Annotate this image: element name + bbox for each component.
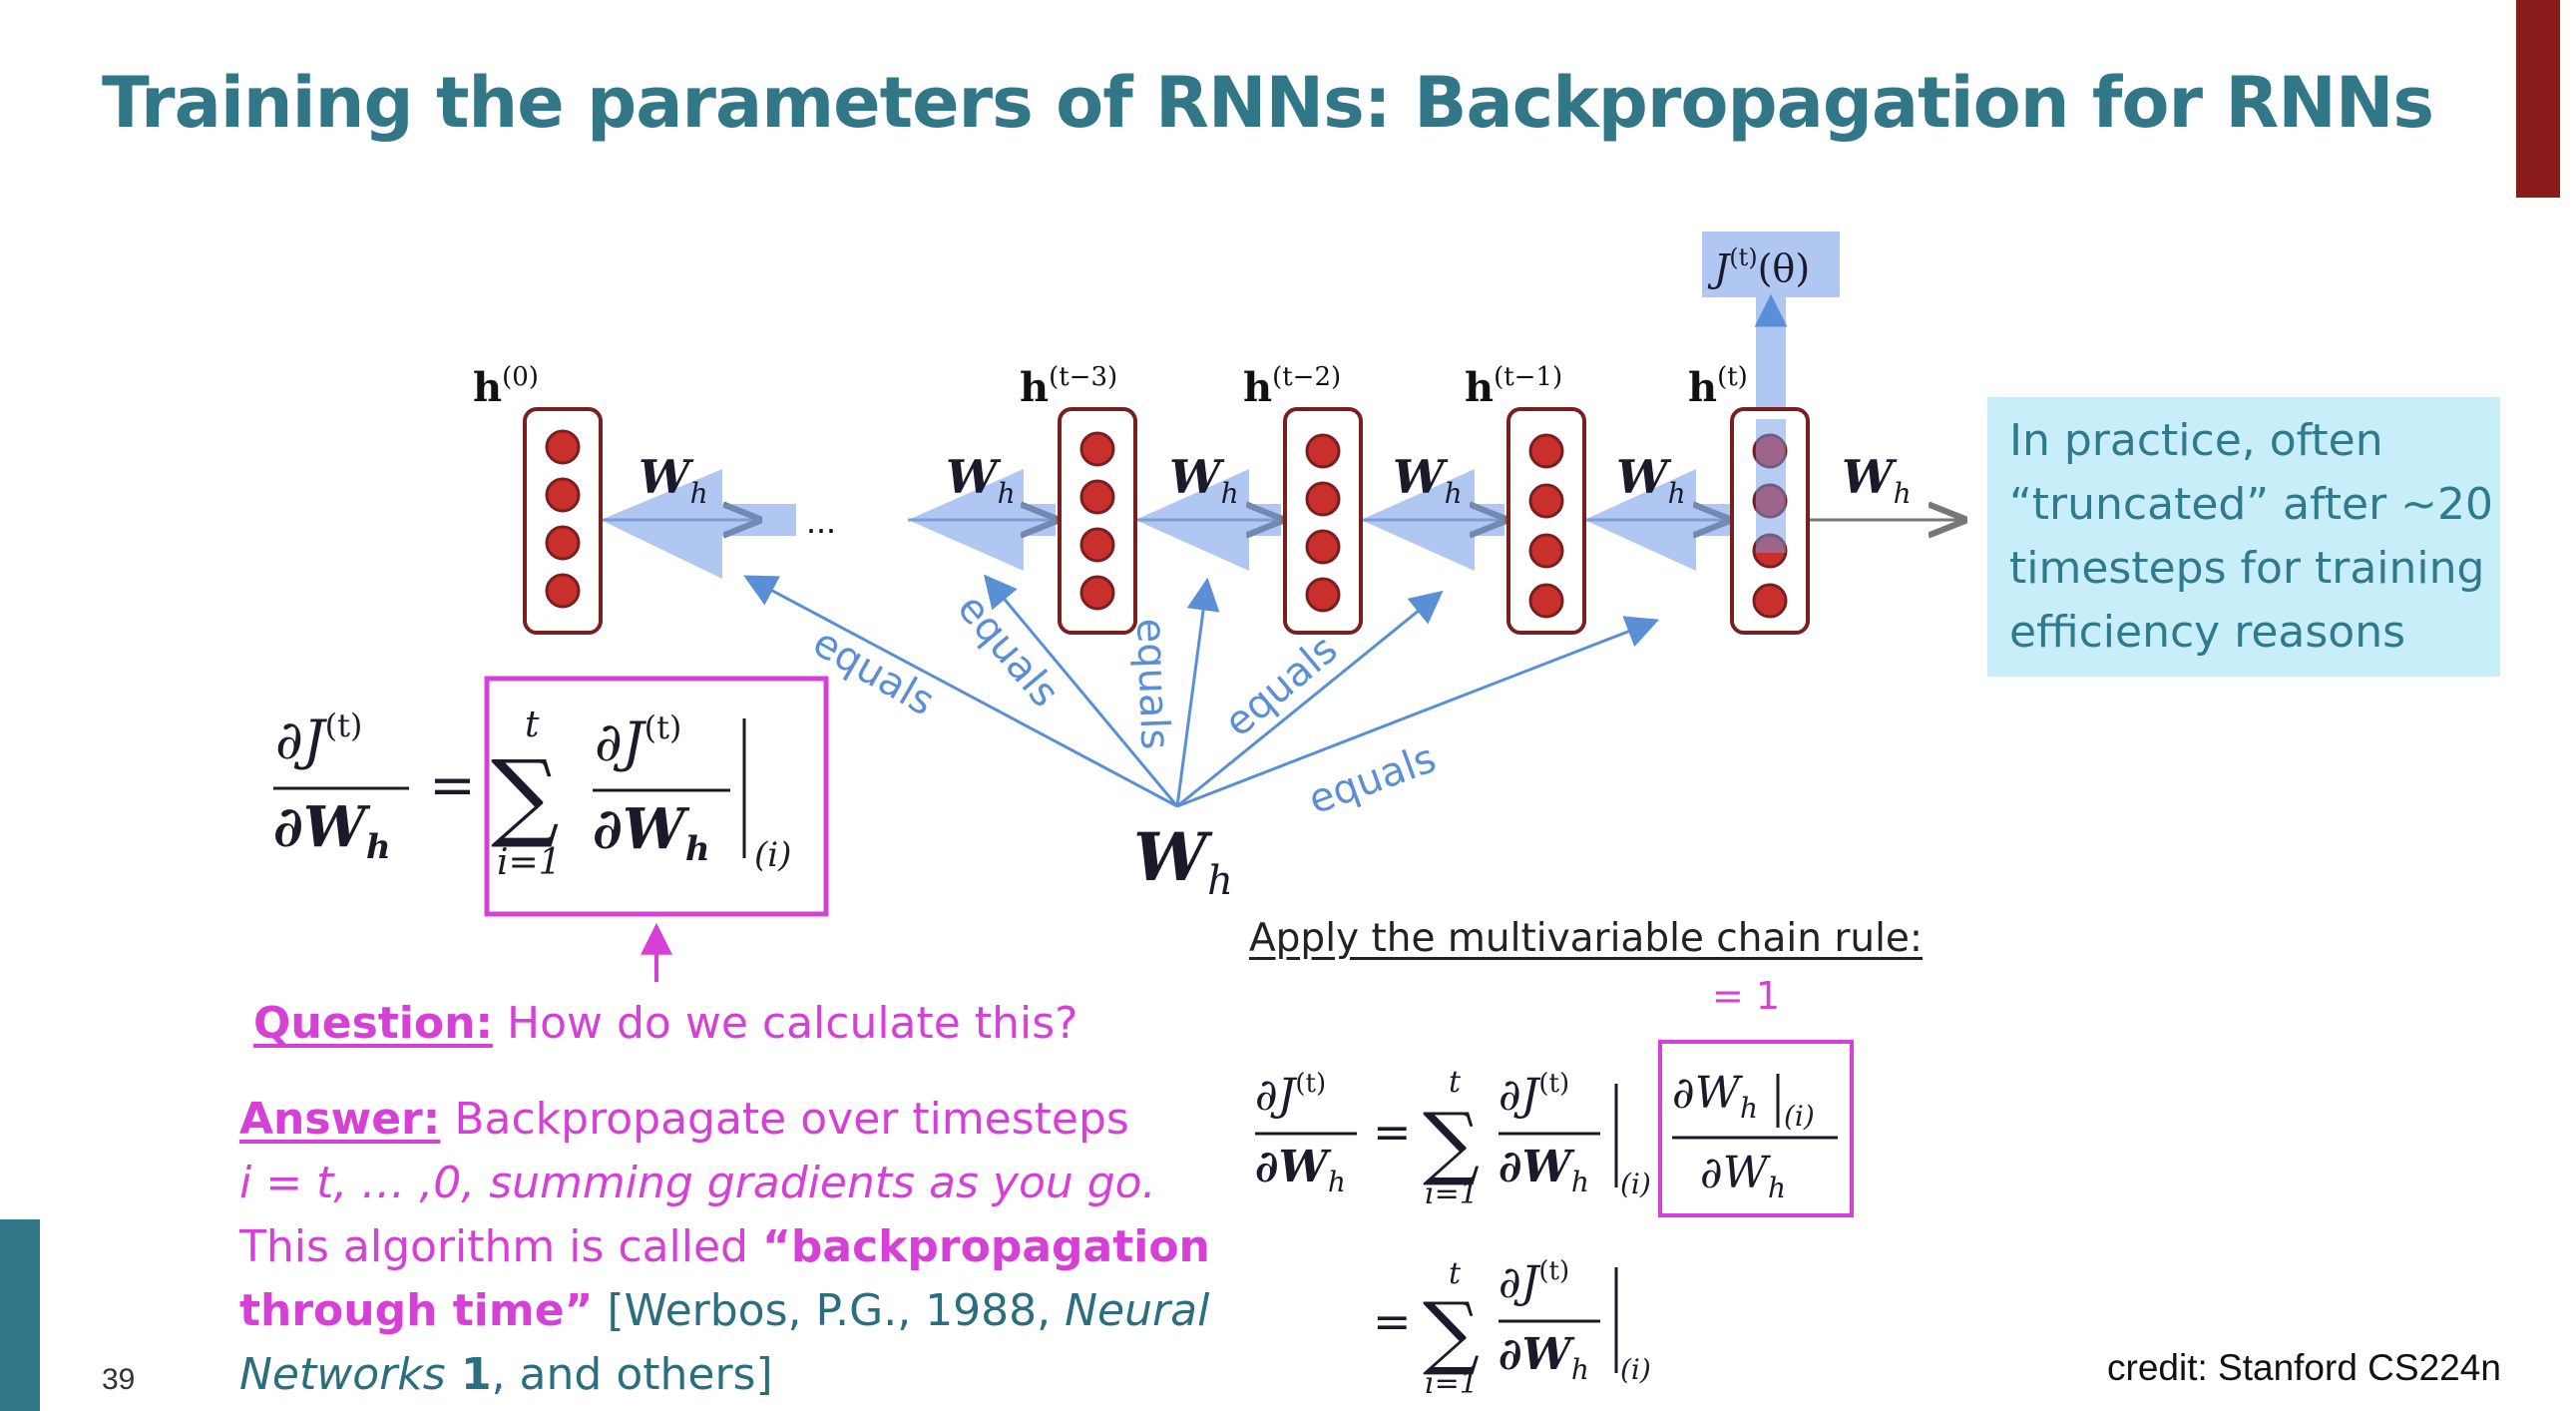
svg-text:∂J(t): ∂J(t) (1499, 1069, 1569, 1121)
svg-text:∂Wh: ∂Wh (1499, 1142, 1589, 1198)
svg-text:∂J(t): ∂J(t) (1499, 1256, 1569, 1308)
svg-text:∑: ∑ (1423, 1096, 1480, 1188)
central-wh: Wh (1133, 818, 1233, 904)
svg-text:∂J(t): ∂J(t) (275, 706, 362, 771)
equals-arrows (743, 574, 1660, 808)
equals-one-label: = 1 (1712, 974, 1781, 1018)
bptt-term-start: “backpropagation (761, 1221, 1210, 1272)
equals-label-3: equals (1127, 618, 1178, 750)
svg-text:∂Wh: ∂Wh (1700, 1148, 1786, 1204)
svg-text:∑: ∑ (1423, 1285, 1480, 1378)
answer-line-1: Backpropagate over timesteps (440, 1094, 1129, 1145)
label-wh-3: Wh (1169, 450, 1239, 510)
corner-accent-bar (2516, 0, 2560, 198)
loss-label: J(t)(θ) (1707, 243, 1810, 290)
note-line: “truncated” after ~20 (2009, 479, 2494, 530)
label-h-t1: h(t−1) (1465, 362, 1562, 411)
chain-rule-equation-2: = t ∑ i=1 ∂J(t) ∂Wh (i) (1373, 1256, 1651, 1401)
ellipsis: ... (806, 500, 836, 541)
answer-text: Answer: Backpropagate over timesteps i =… (239, 1088, 1210, 1407)
hidden-cell-t2 (1283, 407, 1363, 635)
question-text: Question: How do we calculate this? (253, 998, 1077, 1049)
citation-start: [Werbos, P.G., 1988, (593, 1285, 1066, 1336)
label-wh-5: Wh (1616, 450, 1686, 510)
svg-text:=: = (1373, 1105, 1412, 1159)
svg-text:t: t (525, 705, 540, 745)
label-wh-2: Wh (946, 450, 1016, 510)
svg-text:(i): (i) (1620, 1353, 1651, 1386)
svg-text:i=1: i=1 (1425, 1176, 1479, 1211)
svg-text:t: t (1449, 1256, 1462, 1291)
highlight-box (484, 676, 829, 917)
label-h-t2: h(t−2) (1243, 362, 1341, 411)
svg-text:∂Wh: ∂Wh (593, 796, 710, 869)
svg-text:∂Wh: ∂Wh (273, 794, 391, 867)
gradient-equation: ∂J(t) ∂Wh = t ∑ i=1 ∂J(t) ∂Wh (i) (273, 676, 829, 917)
hidden-cell-t3 (1058, 407, 1137, 635)
answer-line-3: This algorithm is called (239, 1221, 762, 1272)
svg-text:(i): (i) (1784, 1100, 1815, 1133)
svg-text:∂Wh: ∂Wh (1255, 1142, 1346, 1198)
svg-text:∑: ∑ (491, 739, 560, 851)
question-label: Question: (253, 998, 494, 1049)
svg-text:t: t (1449, 1065, 1462, 1100)
svg-text:∂Wh: ∂Wh (1499, 1329, 1589, 1386)
slide-title: Training the parameters of RNNs: Backpro… (102, 62, 2434, 144)
hidden-cell-t1 (1506, 407, 1586, 635)
label-wh-1: Wh (639, 450, 708, 510)
citation-journal-1: Neural (1065, 1285, 1210, 1336)
side-accent-bar (0, 1219, 40, 1411)
svg-text:=: = (429, 753, 476, 818)
hidden-cell-0 (523, 407, 603, 635)
bptt-term-end: through time” (239, 1285, 594, 1336)
page-number: 39 (102, 1363, 136, 1396)
credit-text: credit: Stanford CS224n (2107, 1347, 2501, 1388)
label-wh-6: Wh (1842, 450, 1912, 510)
band-overlay-cell-t (1756, 419, 1786, 553)
note-line: timesteps for training (2009, 543, 2485, 594)
svg-text:∂J(t): ∂J(t) (595, 708, 681, 773)
svg-text:(i): (i) (754, 835, 791, 875)
svg-text:i=1: i=1 (497, 842, 562, 883)
svg-text:(i): (i) (1620, 1168, 1651, 1200)
label-h-t3: h(t−3) (1020, 362, 1117, 411)
svg-text:∂Wh: ∂Wh (1672, 1068, 1758, 1125)
label-wh-4: Wh (1393, 450, 1463, 510)
truncation-note: In practice, often “truncated” after ~20… (1987, 397, 2500, 677)
svg-text:=: = (1373, 1294, 1412, 1348)
svg-text:∂J(t): ∂J(t) (1255, 1069, 1326, 1121)
citation-volume: 1 (445, 1349, 492, 1400)
label-h0: h(0) (473, 362, 539, 411)
svg-text:i=1: i=1 (1425, 1366, 1479, 1401)
backprop-band-arrows (601, 232, 1840, 579)
note-line: efficiency reasons (2009, 607, 2406, 658)
citation-end: , and others] (491, 1349, 773, 1400)
answer-label: Answer: (239, 1094, 441, 1145)
question-body: How do we calculate this? (493, 998, 1078, 1049)
note-line: In practice, often (2009, 415, 2383, 466)
answer-line-2: i = t, … ,0, summing gradients as you go… (239, 1158, 1156, 1208)
chain-rule-equation-1: ∂J(t) ∂Wh = t ∑ i=1 ∂J(t) ∂Wh (i) ∂Wh (i… (1255, 1040, 1854, 1217)
citation-journal-2: Networks (239, 1349, 446, 1400)
label-h-t: h(t) (1688, 362, 1748, 411)
chain-rule-title: Apply the multivariable chain rule: (1249, 916, 1924, 961)
chain-rule-box (1658, 1040, 1854, 1217)
